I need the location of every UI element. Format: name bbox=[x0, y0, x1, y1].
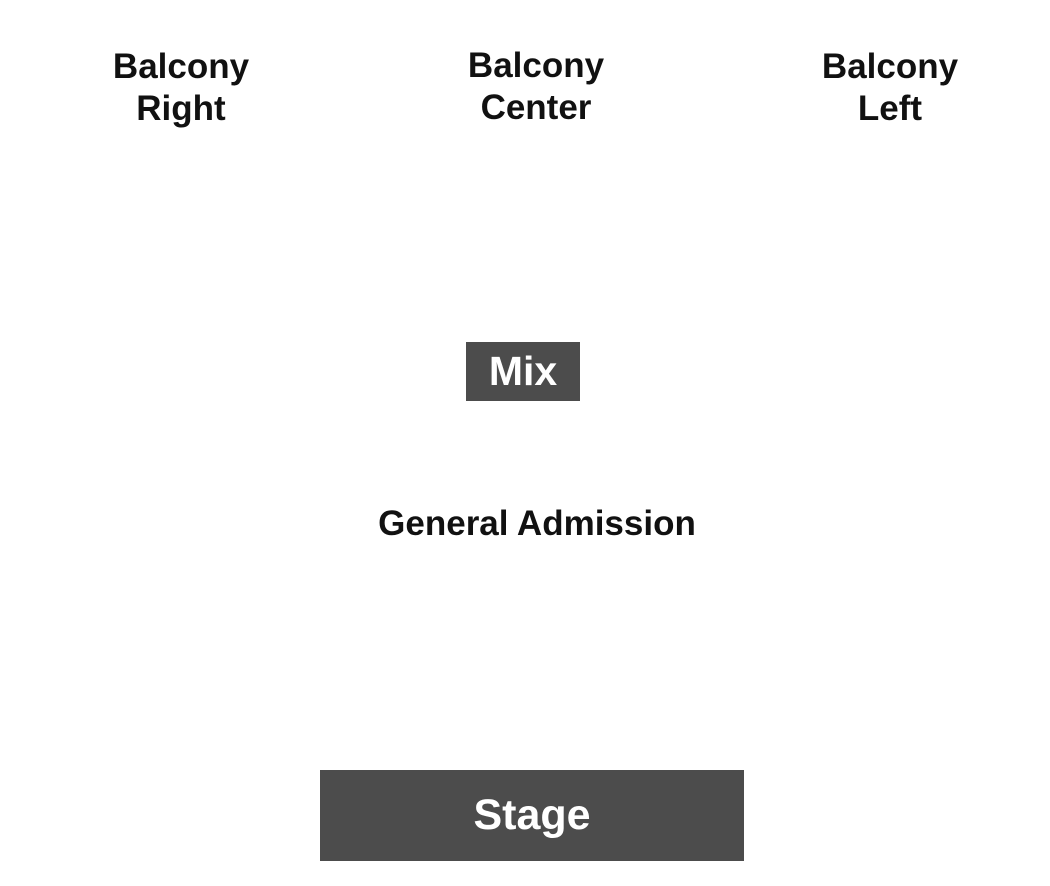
section-balcony-left[interactable]: Balcony Left bbox=[789, 46, 991, 130]
mix-position: Mix bbox=[466, 342, 580, 401]
stage-label: Stage bbox=[473, 791, 591, 839]
section-balcony-center-line2: Center bbox=[480, 88, 592, 127]
section-balcony-left-line1: Balcony bbox=[821, 47, 959, 86]
stage: Stage bbox=[320, 770, 744, 861]
mix-label: Mix bbox=[488, 348, 558, 394]
section-balcony-right-line1: Balcony bbox=[112, 47, 250, 86]
section-balcony-right[interactable]: Balcony Right bbox=[80, 46, 282, 130]
section-general-admission[interactable]: General Admission bbox=[337, 503, 737, 545]
section-balcony-left-line2: Left bbox=[857, 89, 923, 128]
section-balcony-center[interactable]: Balcony Center bbox=[435, 45, 637, 129]
section-general-admission-label: General Admission bbox=[378, 504, 696, 543]
section-balcony-center-line1: Balcony bbox=[467, 46, 605, 85]
section-balcony-right-line2: Right bbox=[136, 89, 226, 128]
